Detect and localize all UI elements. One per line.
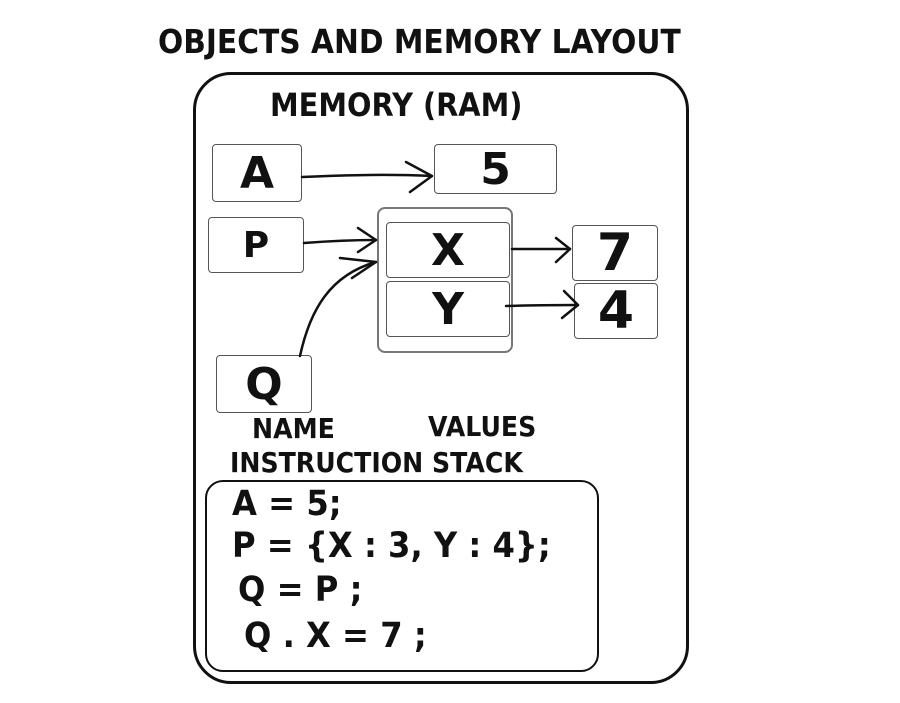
arrow-a-to-5-head bbox=[404, 160, 434, 194]
name-cell-q: Q bbox=[216, 355, 312, 413]
instruction-line: Q . X = 7 ; bbox=[244, 616, 427, 656]
value-cell-a: 5 bbox=[434, 144, 557, 195]
instruction-line: P = {X : 3, Y : 4}; bbox=[232, 526, 551, 566]
arrow-a-to-5 bbox=[300, 173, 434, 179]
memory-title: MEMORY (RAM) bbox=[270, 86, 523, 124]
values-column-label: VALUES bbox=[428, 410, 537, 443]
arrow-p-to-object-head bbox=[356, 226, 378, 254]
arrow-q-to-object-head bbox=[338, 256, 378, 280]
instruction-line: Q = P ; bbox=[238, 570, 363, 610]
page-title: OBJECTS AND MEMORY LAYOUT bbox=[158, 22, 681, 61]
arrow-q-to-object bbox=[298, 260, 378, 358]
arrow-y-to-4-head bbox=[560, 289, 580, 320]
instruction-line: A = 5; bbox=[232, 484, 342, 524]
instruction-stack-box bbox=[205, 480, 599, 672]
arrow-x-to-7-head bbox=[554, 236, 572, 264]
value-cell-x: 7 bbox=[572, 223, 658, 283]
arrow-p-to-object bbox=[302, 238, 378, 245]
object-field-x: X bbox=[386, 222, 510, 278]
instruction-stack-label: INSTRUCTION STACK bbox=[230, 446, 523, 479]
object-box bbox=[377, 207, 513, 353]
name-cell-a: A bbox=[212, 144, 302, 202]
name-cell-p: P bbox=[208, 217, 304, 273]
name-column-label: NAME bbox=[252, 412, 335, 445]
memory-frame bbox=[193, 72, 689, 684]
arrow-y-to-4 bbox=[504, 303, 580, 308]
value-cell-y: 4 bbox=[574, 281, 658, 341]
object-field-y: Y bbox=[386, 281, 510, 337]
